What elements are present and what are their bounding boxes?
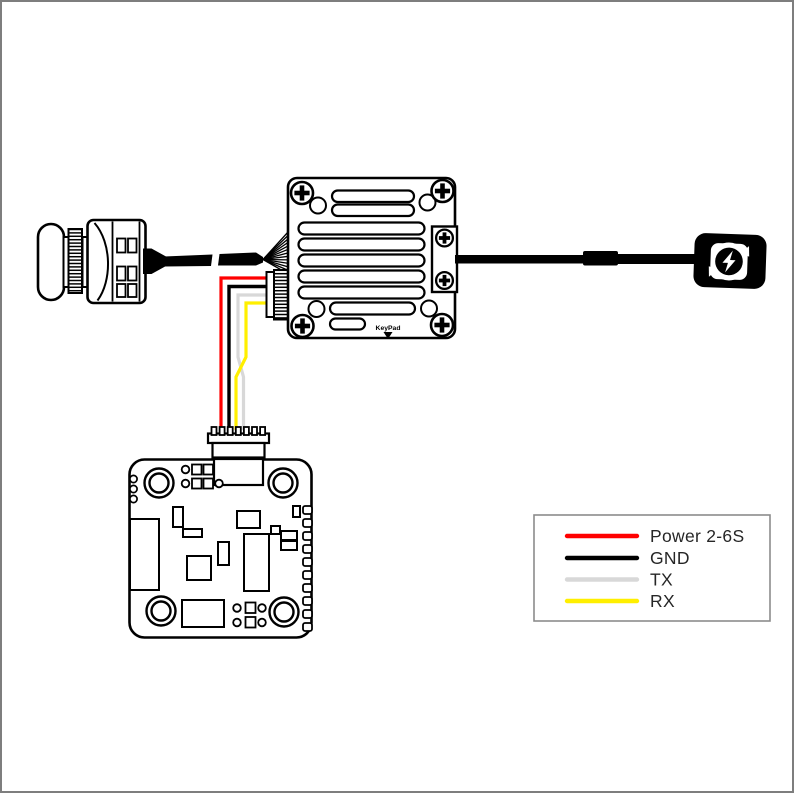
camera-focus-ring [67, 228, 83, 294]
screw-icon [434, 270, 455, 291]
plug-tooth [234, 426, 242, 436]
plug-tooth [242, 426, 250, 436]
fc-mounting-holes [143, 467, 300, 628]
legend-label-power: Power 2-6S [650, 526, 744, 546]
heatsink-slot [297, 237, 426, 252]
camera-pad [127, 283, 138, 298]
fc-pad-group [232, 601, 267, 629]
screw-icon [291, 182, 313, 204]
keypad-arrow-icon [383, 332, 393, 339]
fc-plug-connector [206, 426, 271, 459]
fpv-camera [36, 218, 166, 305]
heatsink-slot [328, 301, 417, 316]
antenna-head [693, 233, 767, 289]
heatsink-slot [328, 317, 367, 331]
camera-body-curve [93, 222, 109, 302]
wire-fan [262, 231, 289, 275]
vtx-hole [418, 193, 437, 212]
vtx-hole [420, 299, 438, 318]
camera-pad [127, 265, 138, 282]
camera-pad [127, 237, 138, 254]
fc-edge-pads [302, 505, 313, 632]
wire-rx [234, 301, 267, 430]
antenna-cable [455, 255, 584, 264]
vtx-hole [309, 196, 327, 215]
camera-pad [116, 265, 127, 282]
plug-tooth [226, 426, 234, 436]
heatsink-slot [330, 203, 416, 218]
camera-cable-boot [143, 248, 166, 274]
camera-cable-segment [164, 254, 213, 267]
legend-label-tx: TX [650, 570, 673, 590]
flight-controller [128, 457, 313, 639]
vtx-hole [307, 300, 326, 318]
antenna [455, 233, 767, 289]
screw-icon [431, 314, 453, 336]
plug-tooth [259, 426, 267, 436]
wire-power [219, 276, 267, 430]
heatsink-slot [297, 253, 426, 268]
screw-icon [432, 180, 454, 202]
camera-lens [36, 222, 66, 302]
screw-icon [292, 315, 314, 337]
heatsink-slot [297, 285, 426, 300]
signal-wires [219, 276, 267, 430]
heatsink-slot [297, 269, 426, 284]
wire-tx [236, 293, 267, 430]
plug-tooth [210, 426, 218, 436]
connector-housing [265, 271, 275, 318]
plug-body [211, 441, 266, 459]
connector-crimp [273, 269, 290, 321]
rotation-arrows-icon [708, 242, 750, 281]
fc-components [129, 505, 301, 628]
wire-gnd [227, 284, 267, 430]
legend: Power 2-6S GND TX RX [533, 514, 771, 622]
lightning-bolt-icon [722, 250, 736, 273]
antenna-cable [616, 254, 696, 264]
fc-via-group [129, 474, 138, 504]
plug-tooth [251, 426, 258, 436]
camera-cable [164, 231, 289, 275]
vtx-wire-connector [265, 269, 290, 321]
fc-pad-group [180, 463, 224, 490]
legend-box [533, 514, 771, 622]
camera-cable-segment [218, 252, 263, 266]
heatsink-slot [330, 189, 416, 204]
camera-pad [116, 237, 127, 254]
vtx-module: KeyPad [286, 176, 459, 340]
screw-icon [434, 227, 455, 249]
camera-pad [116, 283, 127, 298]
heatsink-slot [297, 221, 426, 236]
legend-label-gnd: GND [650, 548, 690, 568]
plug-tooth [218, 426, 226, 436]
keypad-label: KeyPad [376, 325, 401, 332]
antenna-ferrule [583, 251, 618, 266]
legend-label-rx: RX [650, 591, 675, 611]
